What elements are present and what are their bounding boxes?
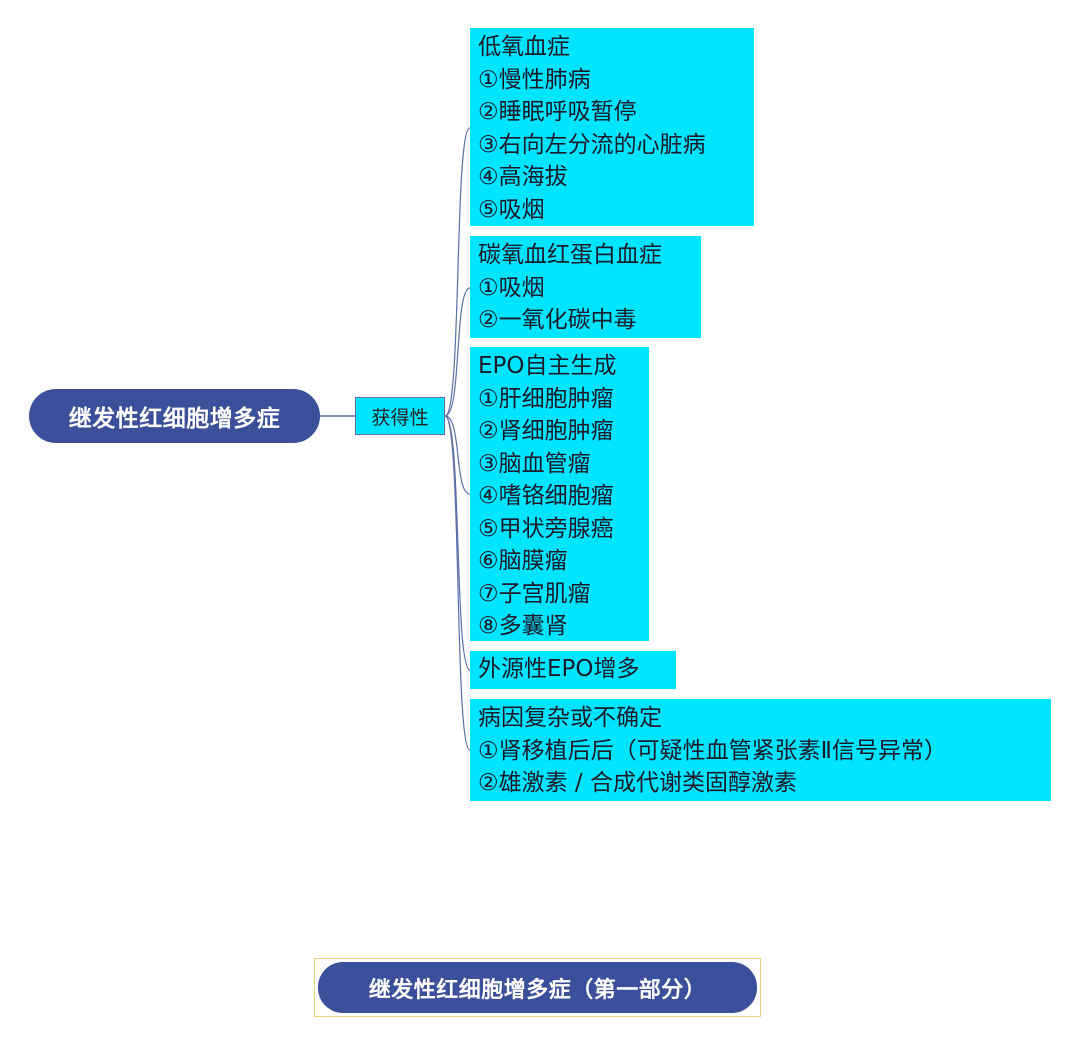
leaf-title: 病因复杂或不确定 <box>478 705 662 731</box>
caption-frame: 继发性红细胞增多症（第一部分） <box>314 958 761 1017</box>
leaf-item: ②雄激素 / 合成代谢类固醇激素 <box>478 770 797 796</box>
leaf-item: ②一氧化碳中毒 <box>478 307 637 333</box>
leaf-node-autonomous-epo[interactable]: EPO自主生成 ①肝细胞肿瘤 ②肾细胞肿瘤 ③脑血管瘤 ④嗜铬细胞瘤 ⑤甲状旁腺… <box>470 347 649 641</box>
connector-branch-to-leaf-4 <box>444 415 471 671</box>
connector-branch-to-leaf-5 <box>444 415 471 751</box>
leaf-node-hypoxemia[interactable]: 低氧血症 ①慢性肺病 ②睡眠呼吸暂停 ③右向左分流的心脏病 ④高海拔 ⑤吸烟 <box>470 28 754 226</box>
leaf-item: ①慢性肺病 <box>478 66 591 93</box>
leaf-item: ③脑血管瘤 <box>478 450 591 477</box>
leaf-title: EPO自主生成 <box>478 353 617 379</box>
leaf-item: ①肝细胞肿瘤 <box>478 385 614 412</box>
leaf-item: ⑤吸烟 <box>478 196 545 223</box>
leaf-item: ④高海拔 <box>478 164 568 190</box>
connector-branch-to-leaf-1 <box>444 127 471 417</box>
connector-branch-to-leaf-3 <box>444 415 471 495</box>
leaf-item: ②睡眠呼吸暂停 <box>478 99 637 125</box>
leaf-item: ③右向左分流的心脏病 <box>478 131 706 158</box>
leaf-node-carboxyhemoglobinemia[interactable]: 碳氧血红蛋白血症 ①吸烟 ②一氧化碳中毒 <box>470 236 701 338</box>
leaf-item: ⑦子宫肌瘤 <box>478 580 591 607</box>
root-node[interactable]: 继发性红细胞增多症 <box>29 389 320 443</box>
leaf-title: 外源性EPO增多 <box>478 656 640 682</box>
leaf-item: ②肾细胞肿瘤 <box>478 418 614 444</box>
leaf-node-exogenous-epo[interactable]: 外源性EPO增多 <box>470 651 676 689</box>
leaf-item: ①肾移植后后（可疑性血管紧张素Ⅱ信号异常） <box>478 737 947 764</box>
leaf-item: ⑥脑膜瘤 <box>478 548 568 574</box>
leaf-item: ①吸烟 <box>478 274 545 301</box>
connector-branch-to-leaf-2 <box>444 287 471 417</box>
leaf-item: ⑤甲状旁腺癌 <box>478 515 614 542</box>
leaf-item: ④嗜铬细胞瘤 <box>478 483 614 509</box>
leaf-node-complex-cause[interactable]: 病因复杂或不确定 ①肾移植后后（可疑性血管紧张素Ⅱ信号异常） ②雄激素 / 合成… <box>470 699 1051 801</box>
caption-title: 继发性红细胞增多症（第一部分） <box>318 962 757 1013</box>
branch-node-acquired[interactable]: 获得性 <box>355 397 445 435</box>
leaf-item: ⑧多囊肾 <box>478 613 568 639</box>
leaf-title: 低氧血症 <box>478 34 570 60</box>
leaf-title: 碳氧血红蛋白血症 <box>478 242 662 268</box>
